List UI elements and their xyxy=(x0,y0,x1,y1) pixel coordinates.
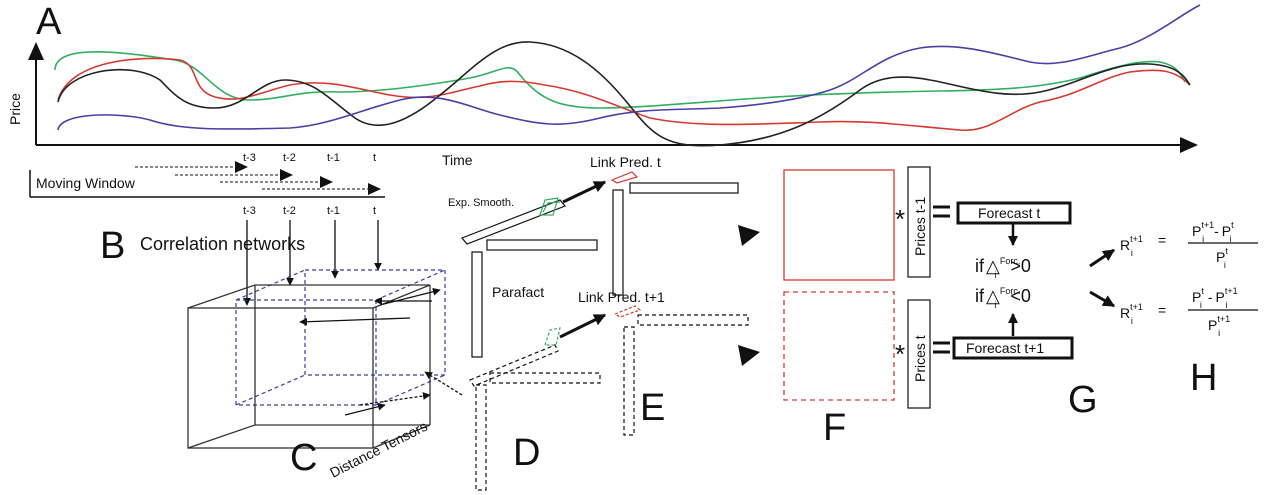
prices-t-label: Prices t xyxy=(912,335,928,382)
panel-letter-e: E xyxy=(640,387,665,429)
condition-positive: if△Forc.i>0 xyxy=(975,256,1031,280)
panel-letter-a: A xyxy=(36,1,62,43)
link-pred-arrows xyxy=(559,180,607,339)
tick-bottom-t3: t-3 xyxy=(243,205,256,217)
multiply-symbol-bottom: * xyxy=(895,339,905,369)
price-series xyxy=(54,4,1201,147)
tick-top-t1: t-1 xyxy=(327,152,340,164)
panel-letter-f: F xyxy=(823,407,846,449)
forecast-t1-box xyxy=(952,336,1074,360)
series-line-green xyxy=(54,51,1186,109)
panel-letter-d: D xyxy=(513,432,540,474)
moving-window-label: Moving Window xyxy=(36,175,136,191)
correlation-networks-label: Correlation networks xyxy=(140,234,305,254)
parafac-top xyxy=(461,199,598,358)
svg-text:if△Forc.i<0: if△Forc.i<0 xyxy=(975,286,1031,310)
tick-bottom-t2: t-2 xyxy=(283,205,296,217)
condition-arrows xyxy=(1089,248,1116,308)
panel-e-top xyxy=(612,182,739,296)
svg-text:Pt+1i-Pti: Pt+1i-Pti xyxy=(1192,220,1234,244)
moving-window xyxy=(29,161,385,198)
matrix-t xyxy=(783,169,895,281)
prices-t-box xyxy=(907,299,931,409)
series-line-black xyxy=(57,41,1191,147)
svg-text:Pti-Pt+1i: Pti-Pt+1i xyxy=(1192,286,1238,310)
prices-t-minus-1-box xyxy=(907,166,931,278)
tensor-cube xyxy=(187,269,446,449)
tick-bottom-t: t xyxy=(373,205,376,217)
condition-negative: if△Forc.i<0 xyxy=(975,286,1031,310)
parafac-label: Parafact xyxy=(492,284,544,300)
tick-bottom-t1: t-1 xyxy=(327,205,340,217)
tick-top-t3: t-3 xyxy=(243,152,256,164)
link-pred-t1-icon xyxy=(613,305,642,318)
svg-text:if△Forc.i>0: if△Forc.i>0 xyxy=(975,256,1031,280)
matrix-t1 xyxy=(783,291,895,401)
tick-top-t2: t-2 xyxy=(283,152,296,164)
window-to-tensor-arrows xyxy=(243,220,382,306)
exp-smooth-icon-dashed xyxy=(544,327,561,346)
link-pred-t-icon xyxy=(610,171,639,184)
link-pred-t-label: Link Pred. t xyxy=(590,154,661,170)
panel-letter-c: C xyxy=(290,437,317,479)
exp-smooth-icon xyxy=(539,197,561,216)
price-axes xyxy=(28,42,1198,153)
svg-text:Rt+1i: Rt+1i xyxy=(1120,302,1143,326)
cube-arrows xyxy=(299,287,463,416)
x-axis-label: Time xyxy=(442,152,473,168)
e-to-f-arrows xyxy=(738,225,760,366)
multiply-symbol-top: * xyxy=(895,204,905,234)
forecast-t-box xyxy=(956,201,1072,225)
exp-smooth-label: Exp. Smooth. xyxy=(448,197,514,209)
forecast-t1-label: Forecast t+1 xyxy=(966,340,1044,356)
svg-text:Pt+1i: Pt+1i xyxy=(1208,314,1230,338)
link-pred-t1-label: Link Pred. t+1 xyxy=(578,289,665,305)
svg-text:=: = xyxy=(1158,232,1166,248)
panel-letter-g: G xyxy=(1068,379,1098,421)
prices-t-minus-1-label: Prices t-1 xyxy=(912,197,928,256)
forecast-t-label: Forecast t xyxy=(978,205,1040,221)
panel-letter-h: H xyxy=(1190,357,1217,399)
parafac-bottom xyxy=(469,344,601,491)
y-axis-label: Price xyxy=(7,93,23,125)
series-line-red xyxy=(57,57,1191,131)
svg-text:=: = xyxy=(1158,302,1166,318)
distance-tensors-label: Distance Tensors xyxy=(327,418,430,481)
svg-text:Rt+1i: Rt+1i xyxy=(1120,234,1143,258)
svg-text:Pti: Pti xyxy=(1216,246,1228,270)
panel-letter-b: B xyxy=(100,225,125,267)
series-line-blue xyxy=(57,4,1201,131)
panel-e-bottom xyxy=(623,314,749,436)
equals-signs xyxy=(933,205,950,354)
tick-top-t: t xyxy=(373,152,376,164)
